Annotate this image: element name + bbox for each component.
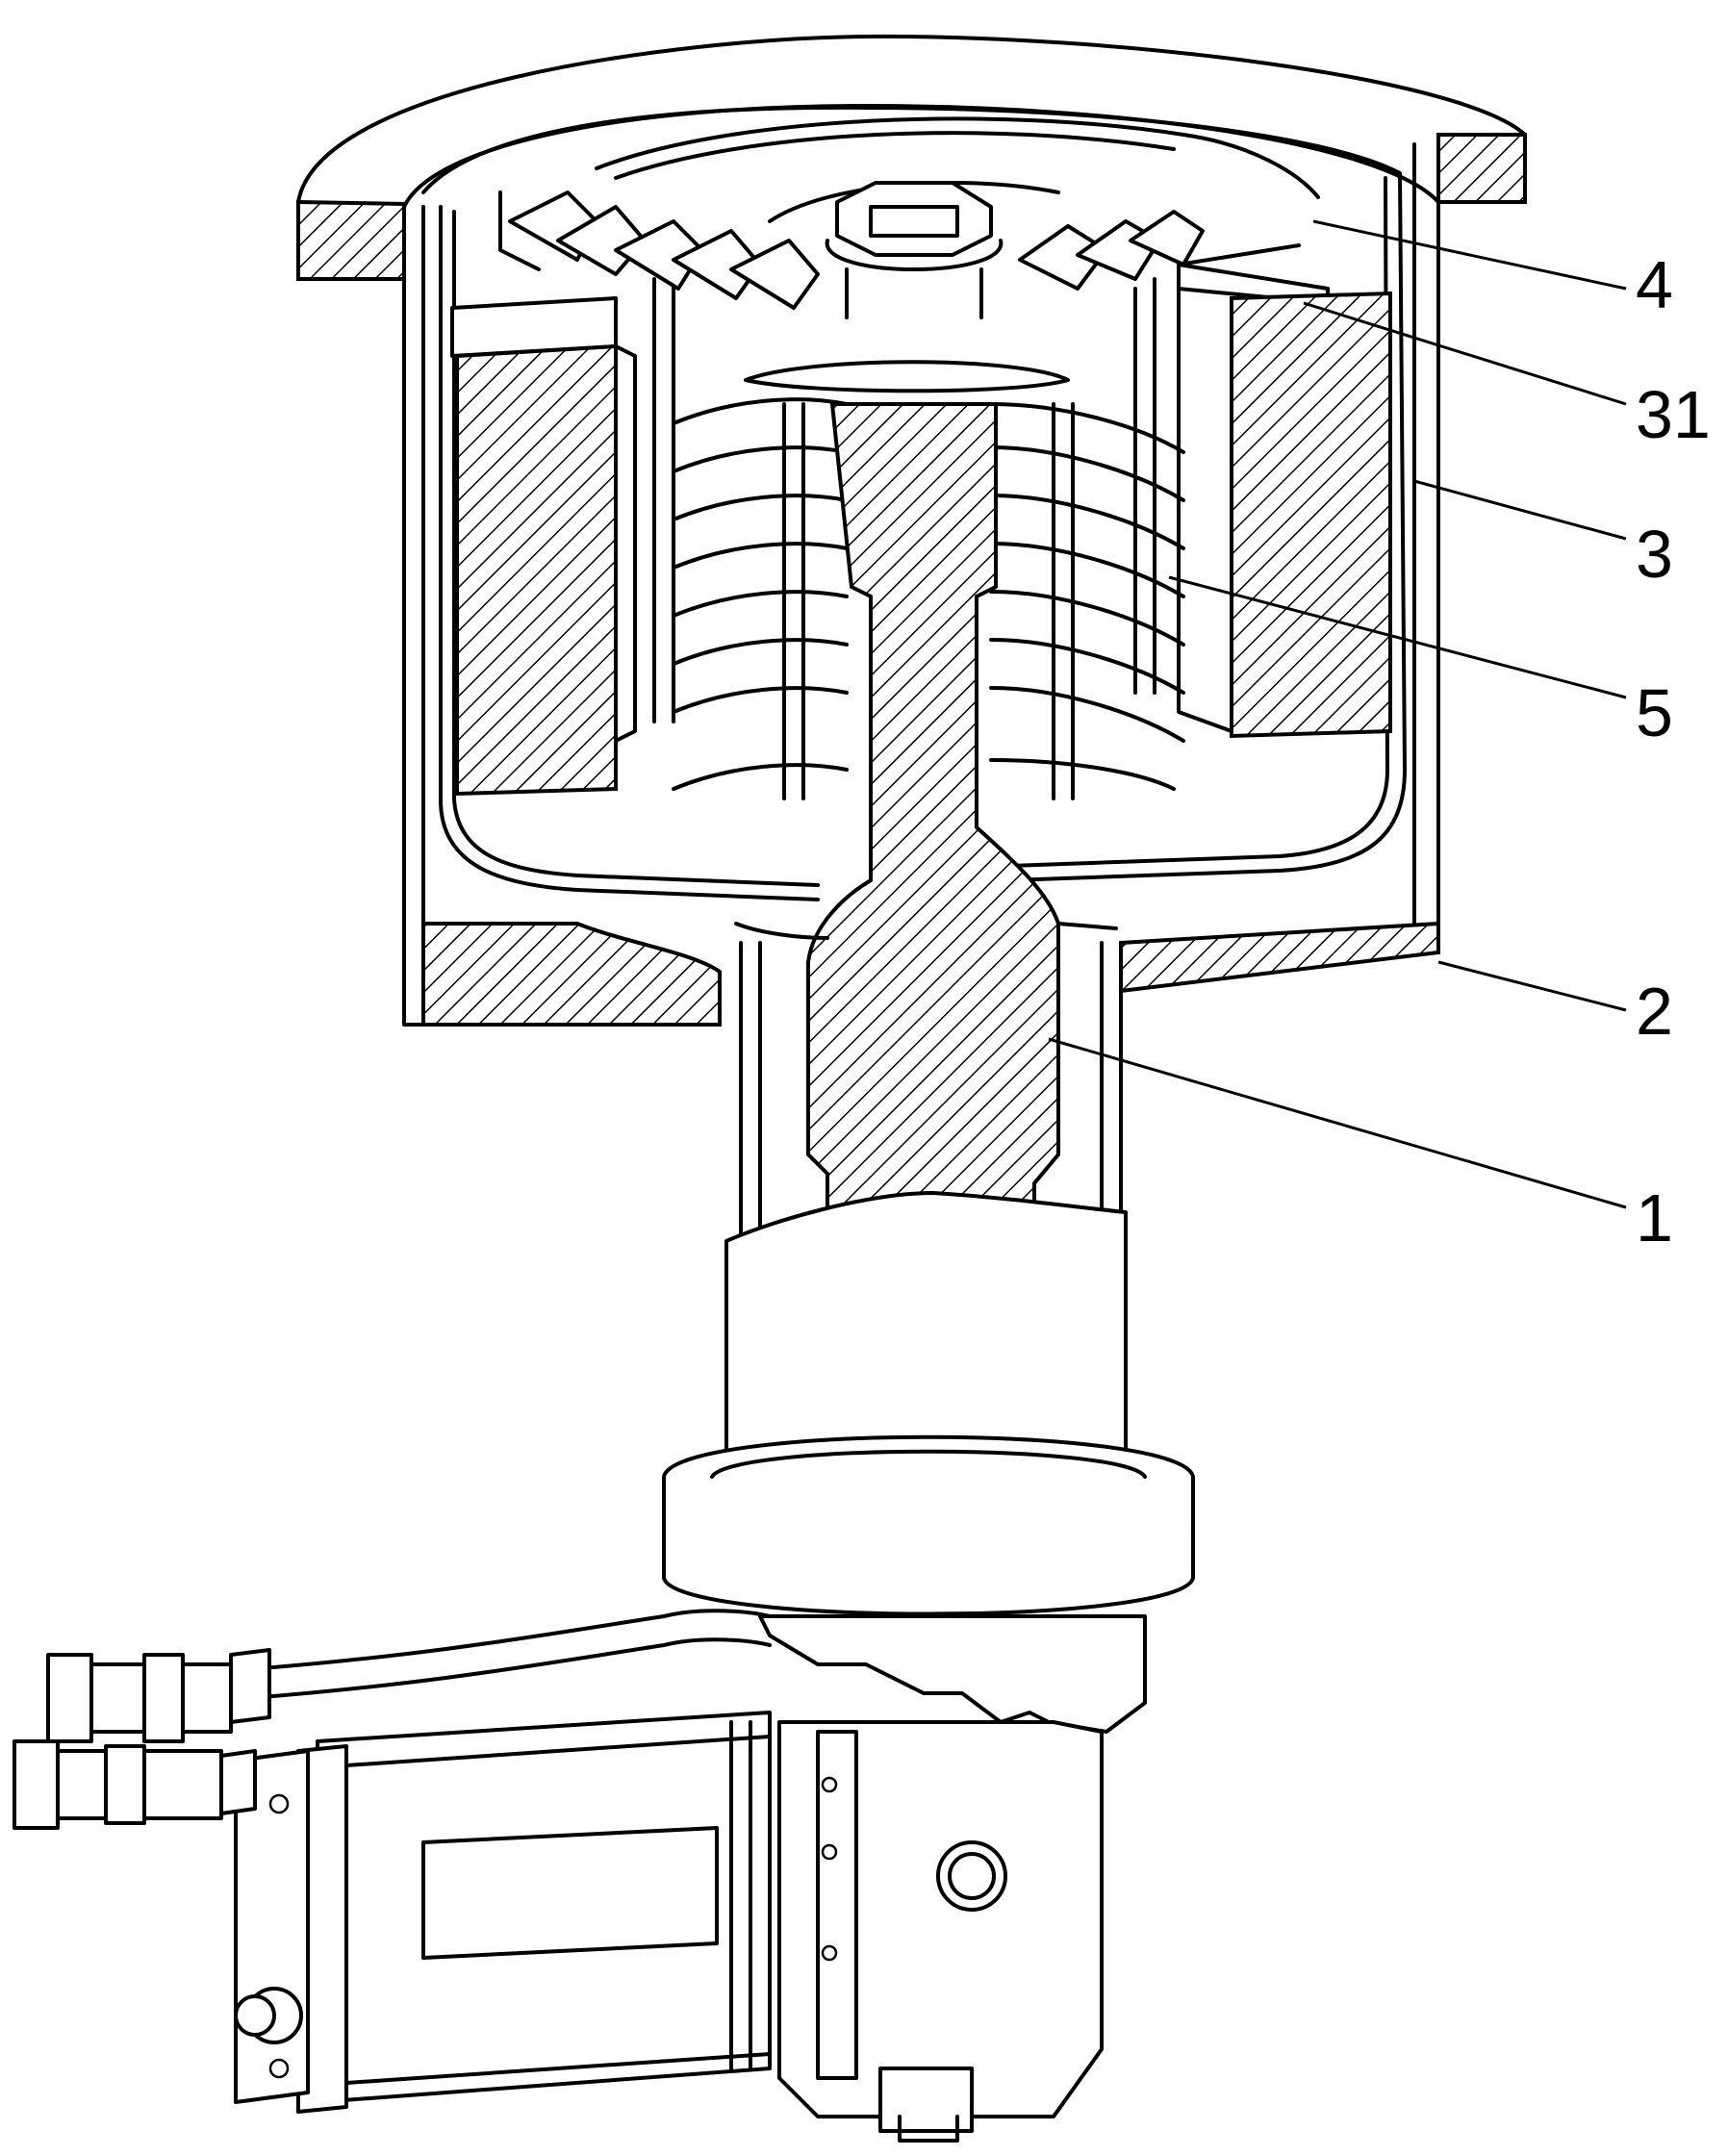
disc-stack [672, 360, 1185, 800]
fan-blades [508, 116, 1320, 319]
callout-31: 31 [1636, 377, 1711, 452]
callout-3: 3 [1636, 517, 1673, 592]
callout-4: 4 [1636, 247, 1673, 322]
callout-5: 5 [1636, 675, 1673, 750]
leader-lines [1048, 219, 1627, 1209]
hose-fittings [13, 1609, 772, 1830]
gearbox [758, 1614, 1147, 2143]
outer-housing [296, 34, 1527, 1027]
callout-labels: 4 31 3 5 2 1 [1636, 247, 1711, 1256]
flange-base [662, 1434, 1195, 1616]
callout-2: 2 [1636, 974, 1673, 1049]
central-shaft [734, 402, 1118, 1254]
inner-cup [421, 105, 1407, 901]
motor-body [234, 1711, 772, 2114]
callout-1: 1 [1636, 1180, 1673, 1256]
